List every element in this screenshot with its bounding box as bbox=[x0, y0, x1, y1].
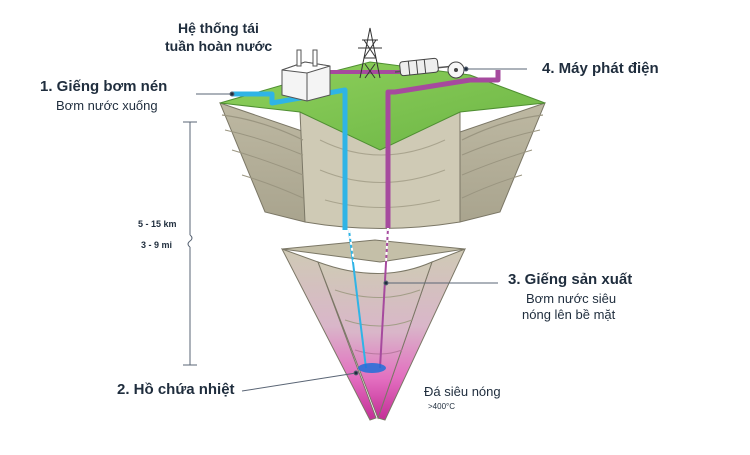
leader-lines bbox=[183, 66, 527, 392]
recycling-title-line1: Hệ thống tái bbox=[178, 20, 259, 36]
recycling-title-line2: tuần hoàn nước bbox=[165, 38, 273, 54]
reservoir-glow bbox=[358, 363, 386, 373]
hot-rock-temperature: >400°C bbox=[428, 402, 455, 411]
depth-km: 5 - 15 km bbox=[138, 219, 177, 229]
injection-pipe bbox=[232, 87, 367, 369]
power-tower bbox=[358, 27, 382, 79]
production-well-subtitle-1: Bơm nước siêu bbox=[526, 291, 617, 306]
reservoir-title: 2. Hồ chứa nhiệt bbox=[117, 381, 235, 398]
hot-rock-title: Đá siêu nóng bbox=[424, 384, 501, 399]
generator-title: 4. Máy phát điện bbox=[542, 60, 659, 77]
production-well-subtitle-2: nóng lên bề mặt bbox=[522, 307, 616, 322]
generator bbox=[394, 57, 465, 79]
injection-well-title: 1. Giếng bơm nén bbox=[40, 78, 168, 95]
depth-mi: 3 - 9 mi bbox=[141, 240, 173, 250]
recycling-unit bbox=[281, 49, 331, 102]
upper-rock-block bbox=[219, 61, 546, 229]
production-well-title: 3. Giếng sản xuất bbox=[508, 271, 633, 288]
lower-rock-cone bbox=[280, 239, 466, 421]
injection-well-subtitle: Bơm nước xuống bbox=[56, 98, 158, 113]
